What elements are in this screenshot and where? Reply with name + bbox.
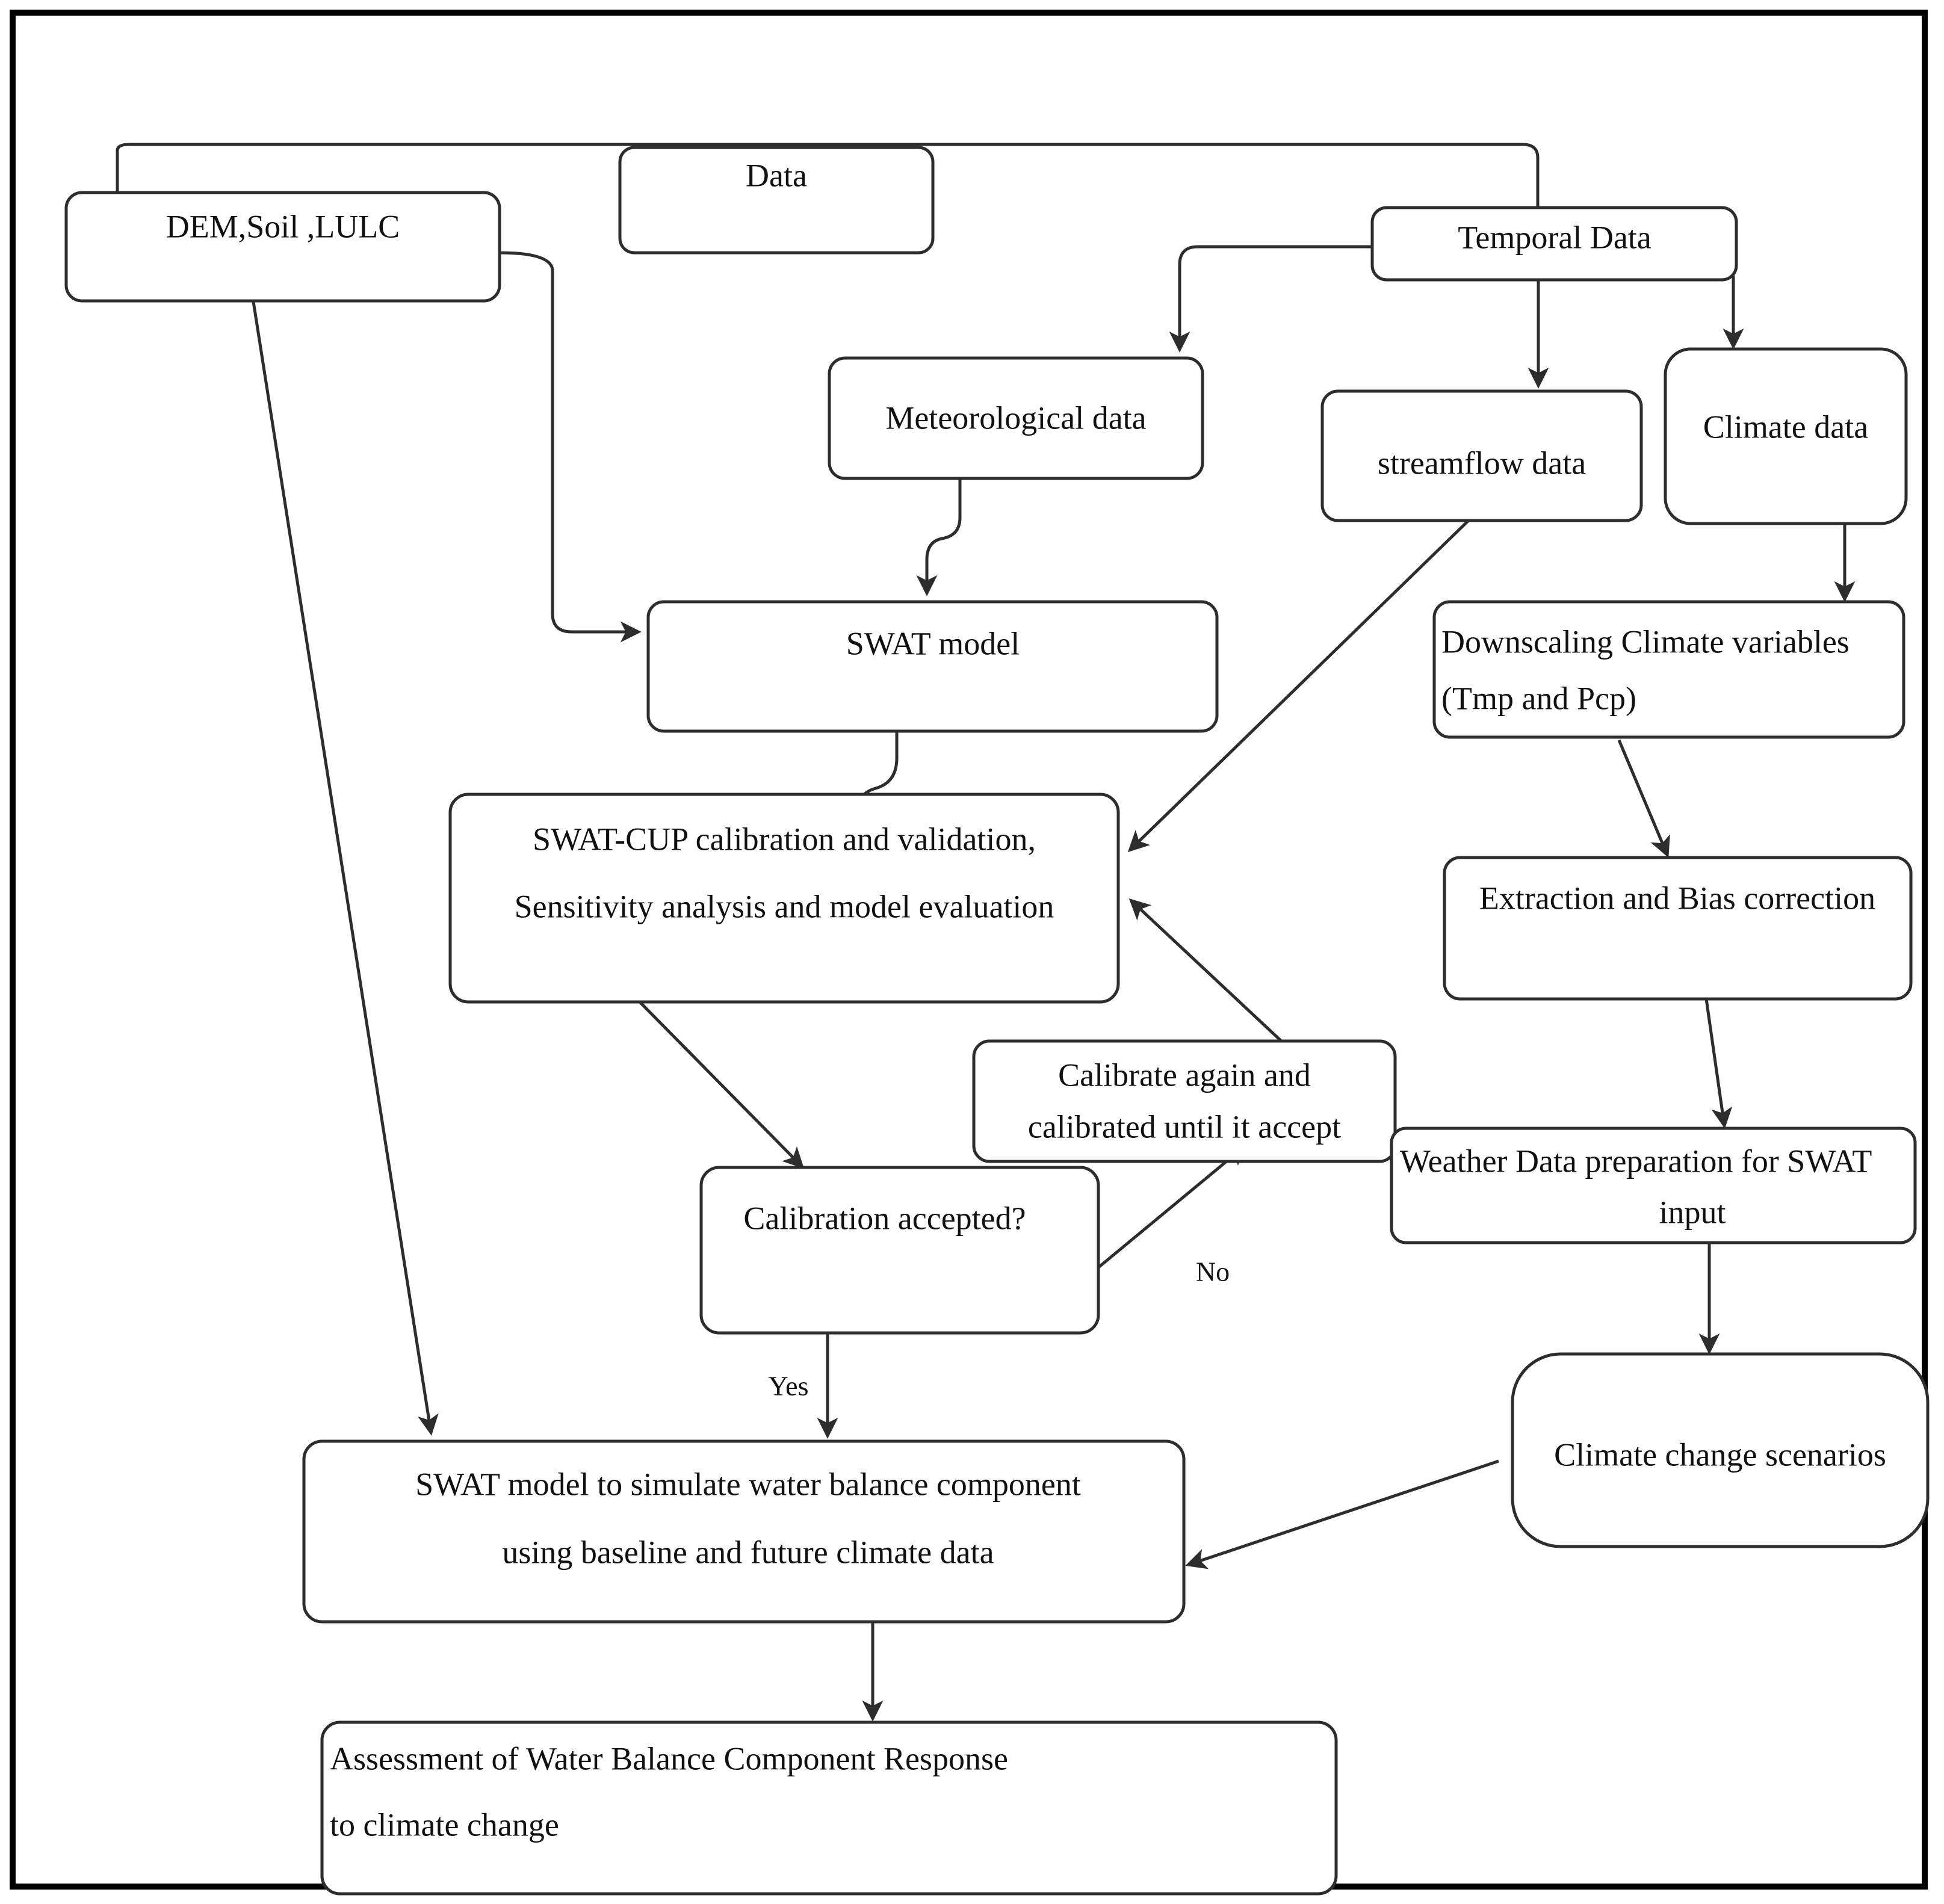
edge-dem-to-swat-model [499, 251, 642, 643]
node-temporal-data[interactable]: Temporal Data [1370, 206, 1738, 282]
node-weather-prep-line-1: input [1659, 1194, 1726, 1230]
node-meteorological-data[interactable]: Meteorological data [828, 356, 1204, 480]
node-calibrate-again-line-1: calibrated until it accept [1028, 1108, 1341, 1145]
node-downscaling-line-0: Downscaling Climate variables [1441, 623, 1850, 660]
node-dem-soil-lulc-line-0: DEM,Soil ,LULC [166, 208, 400, 244]
node-calibration-accepted-line-0: Calibration accepted? [743, 1200, 1026, 1236]
node-swat-simulate[interactable]: SWAT model to simulate water balance com… [302, 1439, 1186, 1624]
node-weather-prep-line-0: Weather Data preparation for SWAT [1400, 1143, 1872, 1179]
node-climate-data-line-0: Climate data [1703, 409, 1868, 445]
edge-label-no: No [1196, 1256, 1230, 1287]
node-cc-scenarios-line-0: Climate change scenarios [1554, 1436, 1886, 1473]
node-climate-data[interactable]: Climate data [1664, 347, 1908, 525]
node-downscaling-line-1: (Tmp and Pcp) [1441, 680, 1636, 716]
node-extraction-bias-line-0: Extraction and Bias correction [1479, 880, 1875, 916]
edge-swat-cup-to-calibration-accepted [636, 998, 805, 1169]
node-data-line-0: Data [746, 157, 807, 193]
node-assessment-line-0: Assessment of Water Balance Component Re… [330, 1740, 1008, 1776]
node-streamflow-data-line-0: streamflow data [1378, 445, 1586, 481]
node-dem-soil-lulc[interactable]: DEM,Soil ,LULC [64, 191, 501, 303]
node-downscaling[interactable]: Downscaling Climate variables (Tmp and P… [1432, 600, 1905, 739]
edge-calibrate-again-to-swat-cup [1128, 898, 1292, 1051]
node-temporal-data-line-0: Temporal Data [1458, 219, 1651, 255]
edge-label-yes: Yes [769, 1371, 809, 1402]
edge-calibration-accepted-to-calibrate-again [1093, 1144, 1248, 1272]
edge-downscaling-to-extraction [1617, 740, 1670, 858]
edge-data-rail [116, 143, 1540, 211]
node-assessment-line-1: to climate change [330, 1807, 559, 1843]
edge-cc-scenarios-to-simulate [1185, 1459, 1499, 1569]
edge-streamflow-to-swat-cup [1127, 519, 1470, 853]
node-calibrate-again[interactable]: Calibrate again and calibrated until it … [972, 1039, 1397, 1163]
node-swat-cup-line-1: Sensitivity analysis and model evaluatio… [515, 888, 1054, 924]
node-extraction-bias[interactable]: Extraction and Bias correction [1443, 856, 1913, 1001]
node-assessment[interactable]: Assessment of Water Balance Component Re… [320, 1720, 1338, 1896]
edge-dem-to-simulate [251, 297, 439, 1436]
edge-temporal-to-meteorological [1169, 245, 1372, 353]
node-meteorological-data-line-0: Meteorological data [885, 400, 1146, 436]
node-swat-simulate-line-0: SWAT model to simulate water balance com… [415, 1466, 1081, 1502]
edge-extraction-to-weather-prep [1704, 998, 1733, 1129]
node-swat-model[interactable]: SWAT model [646, 600, 1219, 733]
node-data[interactable]: Data [618, 146, 935, 255]
node-weather-prep[interactable]: Weather Data preparation for SWAT input [1390, 1127, 1917, 1244]
node-swat-cup[interactable]: SWAT-CUP calibration and validation, Sen… [448, 793, 1120, 1004]
node-cc-scenarios[interactable]: Climate change scenarios [1511, 1352, 1930, 1548]
node-swat-model-line-0: SWAT model [846, 625, 1020, 661]
node-swat-simulate-line-1: using baseline and future climate data [502, 1534, 994, 1570]
node-swat-cup-line-0: SWAT-CUP calibration and validation, [533, 821, 1036, 857]
edge-meteorological-to-swat-model [916, 478, 962, 596]
node-calibration-accepted[interactable]: Calibration accepted? [699, 1166, 1100, 1335]
node-streamflow-data[interactable]: streamflow data [1320, 389, 1643, 522]
node-calibrate-again-line-0: Calibrate again and [1058, 1057, 1311, 1093]
